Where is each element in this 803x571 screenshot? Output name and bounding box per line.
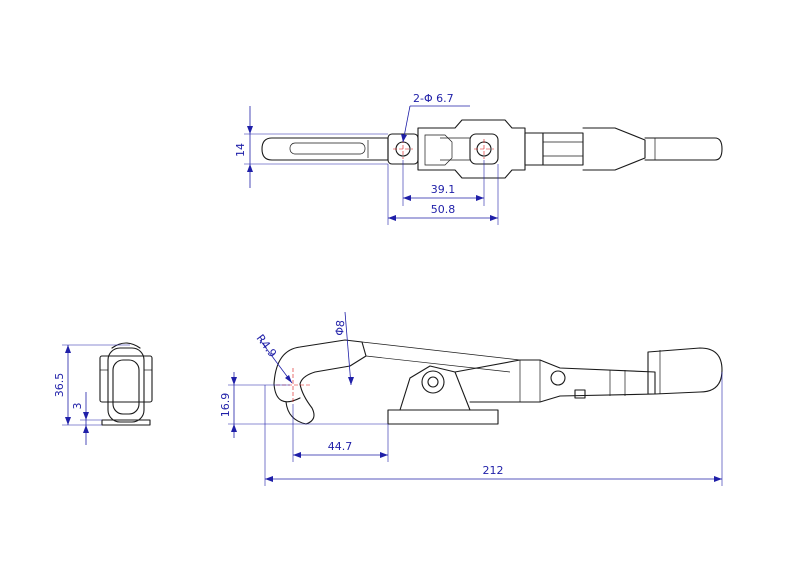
front-view-dimensions: R4.9 Φ8 16.9 44.7 212 bbox=[219, 311, 723, 486]
front-view bbox=[273, 339, 723, 425]
top-view-dimensions: 14 2-Φ 6.7 39.1 50.8 bbox=[234, 92, 499, 225]
dim-base-length: 50.8 bbox=[431, 203, 456, 216]
dim-hole-spacing: 39.1 bbox=[431, 183, 456, 196]
dim-side-plate: 3 bbox=[71, 403, 84, 410]
dim-side-height: 36.5 bbox=[53, 373, 66, 398]
end-view bbox=[99, 342, 153, 426]
dim-hook-height: 16.9 bbox=[219, 393, 232, 418]
dim-hook-radius: R4.9 bbox=[254, 332, 280, 360]
end-view-dimensions: 36.5 3 bbox=[53, 344, 130, 445]
dim-top-height: 14 bbox=[234, 143, 247, 157]
dim-pin-diameter: Φ8 bbox=[333, 320, 347, 337]
dim-hole-spec: 2-Φ 6.7 bbox=[413, 92, 454, 105]
dim-overall-length: 212 bbox=[483, 464, 504, 477]
dim-hook-offset: 44.7 bbox=[328, 440, 353, 453]
top-view bbox=[261, 119, 723, 179]
